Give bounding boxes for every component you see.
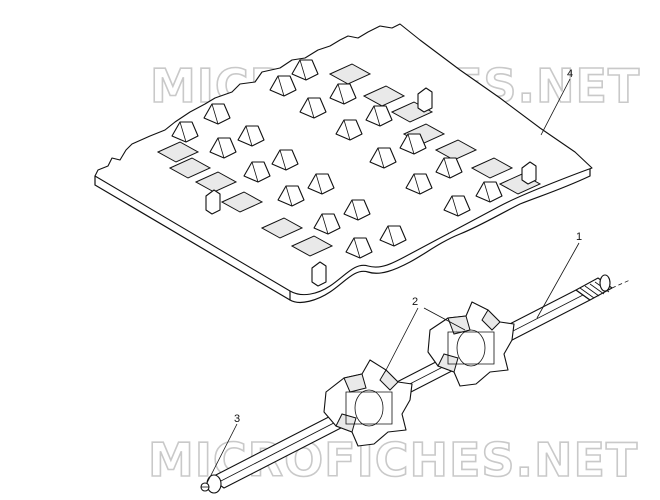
end-bolt [200,482,210,492]
belt-clips [205,87,537,287]
callout-1: 1 [536,231,582,319]
belt-windows [156,63,542,257]
sprocket-right [427,301,515,387]
callout-label-1: 1 [576,231,582,243]
callout-label-3: 3 [234,413,240,425]
sprocket-left [323,359,413,447]
callout-label-4: 4 [567,68,573,80]
callout-label-2: 2 [412,296,418,308]
callout-2: 2 [384,296,466,373]
track-belt [94,23,593,304]
belt-lugs [171,59,503,259]
callout-3: 3 [206,413,240,484]
callout-4: 4 [540,68,573,136]
